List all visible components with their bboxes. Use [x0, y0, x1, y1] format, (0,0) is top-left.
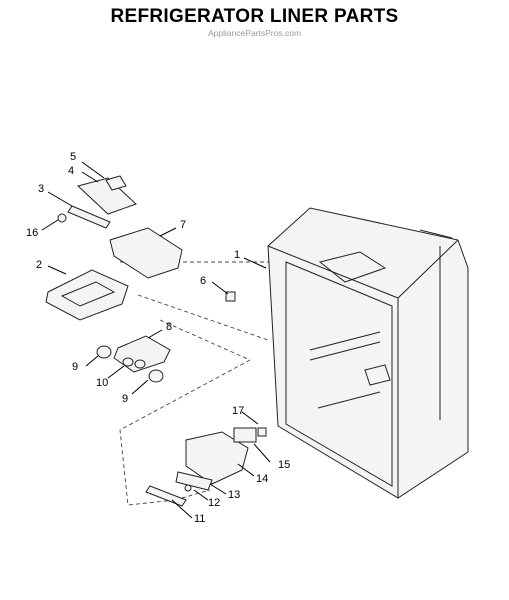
part-2-cover	[45, 269, 129, 321]
callout-4: 4	[68, 165, 74, 177]
part-15-17	[233, 427, 267, 443]
callout-5: 5	[70, 151, 76, 163]
page-title: REFRIGERATOR LINER PARTS	[110, 6, 399, 27]
callout-labels: 1 2 3 4 5 6 7 8 9 9 10 11 12 13 14 15 16…	[26, 151, 290, 525]
callout-17: 17	[232, 405, 244, 417]
part-9-10-knobs	[96, 345, 164, 383]
watermark: AppliancePartsPros.com	[207, 28, 302, 38]
callout-15: 15	[278, 459, 290, 471]
part-14-cover	[185, 431, 249, 485]
callout-9-upper: 9	[72, 361, 78, 373]
part-13-trim	[175, 471, 213, 491]
callout-14: 14	[256, 473, 268, 485]
part-16-screw	[57, 213, 67, 223]
callout-7: 7	[180, 219, 186, 231]
leader-arrows	[41, 161, 271, 519]
callout-8: 8	[166, 321, 172, 333]
callout-10: 10	[96, 377, 108, 389]
callout-11: 11	[194, 513, 205, 525]
part-12-screw	[184, 484, 192, 492]
part-11-trim	[145, 485, 187, 507]
part-7-cover	[109, 227, 183, 279]
callout-13: 13	[228, 489, 240, 501]
callout-1: 1	[234, 249, 240, 261]
callout-6: 6	[200, 275, 206, 287]
callout-12: 12	[208, 497, 220, 509]
refrigerator-liner	[267, 207, 469, 499]
callout-16: 16	[26, 227, 38, 239]
part-6-clip	[225, 291, 236, 302]
callout-3: 3	[38, 183, 44, 195]
part-3-strip	[67, 205, 111, 229]
callout-2: 2	[36, 259, 42, 271]
callout-9-lower: 9	[122, 393, 128, 405]
part-4-5-housing	[76, 175, 137, 215]
